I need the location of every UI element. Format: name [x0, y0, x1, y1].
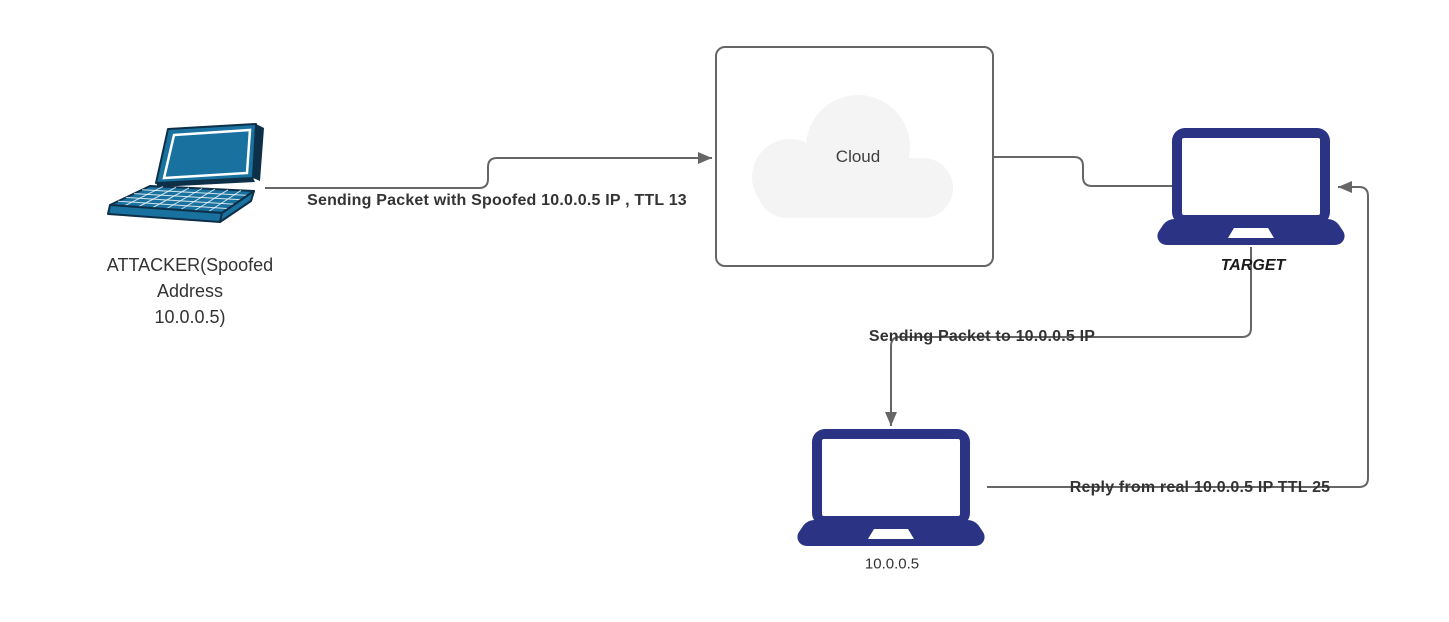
- attacker-label: ATTACKER(Spoofed Address 10.0.0.5): [107, 252, 273, 330]
- keyboard-grid: [117, 186, 248, 213]
- laptop-hinge: [156, 178, 255, 187]
- edge-label-spoofed-packet: Sending Packet with Spoofed 10.0.0.5 IP …: [307, 192, 687, 209]
- edge-label-sending-packet: Sending Packet to 10.0.0.5 IP: [868, 328, 1096, 345]
- cloud-icon: [752, 95, 953, 218]
- cloud-box: Cloud: [715, 46, 994, 267]
- edge-label-reply: Reply from real 10.0.0.5 IP TTL 25: [1069, 479, 1331, 496]
- attacker-label-line: 10.0.0.5): [154, 307, 226, 327]
- laptop-base-side: [219, 190, 255, 223]
- connector-cloud-to-target: [994, 156, 1174, 187]
- laptop-screen-frame: [162, 128, 252, 180]
- attacker-label-line: Address: [156, 281, 224, 301]
- attacker-laptop-icon: [107, 123, 264, 223]
- connector-attacker-to-cloud: [265, 152, 712, 189]
- attacker-label-line: ATTACKER(Spoofed: [106, 255, 274, 275]
- connector-host-to-target: [987, 181, 1369, 488]
- cloud-label: Cloud: [835, 147, 881, 166]
- real-host-laptop-icon: [795, 429, 987, 548]
- connector-target-to-host: [885, 247, 1252, 426]
- target-laptop-icon: [1155, 128, 1347, 247]
- target-label: TARGET: [1220, 257, 1286, 274]
- real-host-label: 10.0.0.5: [864, 555, 920, 573]
